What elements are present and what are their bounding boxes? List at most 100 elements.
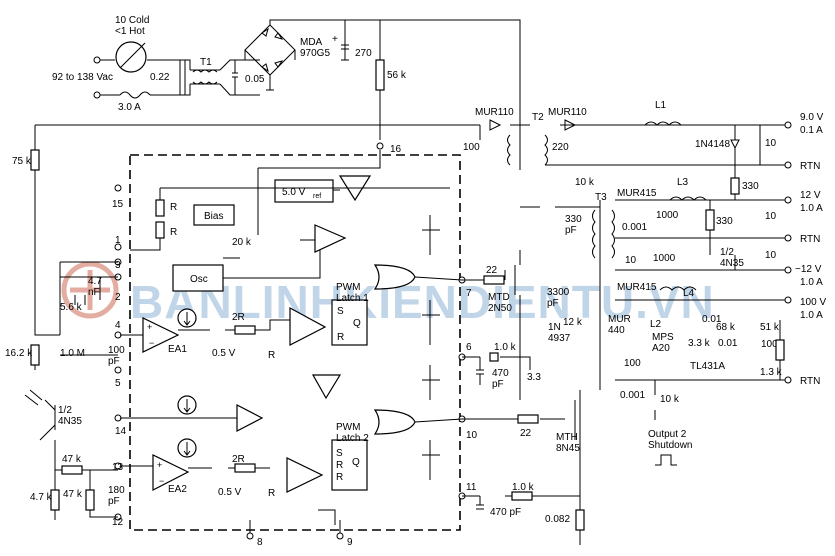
out-100v-i: 1.0 A xyxy=(800,310,823,321)
output-1: MUR110 T2 MUR110 100 220 L1 1N4148 10 9.… xyxy=(463,100,824,180)
r-start-label: 56 k xyxy=(387,70,407,81)
ea2-label: EA2 xyxy=(168,484,187,495)
r33k-label: 3.3 k xyxy=(688,338,711,349)
c1000b-label: 1000 xyxy=(653,253,676,264)
vref-sub: ref xyxy=(313,193,321,200)
pin-6: 6 xyxy=(466,342,472,353)
d-mur110b-label: MUR110 xyxy=(548,107,587,118)
r22a-label: 22 xyxy=(486,265,498,276)
ea1-label: EA1 xyxy=(168,344,187,355)
d1n4148-label: 1N4148 xyxy=(695,139,730,150)
latch2-r2: R xyxy=(336,472,343,483)
bias-label: Bias xyxy=(204,211,223,222)
r10kd-label: 1.0 k xyxy=(512,482,535,493)
d-mur415b-label: MUR415 xyxy=(617,282,657,293)
r0082-label: 0.082 xyxy=(545,514,570,525)
zener-a-label: 0.5 V xyxy=(212,348,236,359)
r330a-label: 330 xyxy=(742,181,759,192)
ic-r1: R xyxy=(170,202,177,213)
c0001a-label: 0.001 xyxy=(622,222,647,233)
r330b-label: 330 xyxy=(716,216,733,227)
c0001b-label: 0.001 xyxy=(620,390,645,401)
out-rtn2: RTN xyxy=(800,234,820,245)
pin-8: 8 xyxy=(257,537,263,548)
latch2-r1: R xyxy=(336,460,343,471)
pin-16: 16 xyxy=(390,144,402,155)
tl431-label: TL431A xyxy=(690,361,725,372)
r-b-label: R xyxy=(268,488,275,499)
c001b-label: 0.01 xyxy=(702,314,722,325)
l4-label: L4 xyxy=(683,288,695,299)
c470b-label: 470 pF xyxy=(490,507,521,518)
l1-label: L1 xyxy=(655,100,667,111)
line-voltage-label: 92 to 138 Vac xyxy=(52,72,113,83)
c220-label: 220 xyxy=(552,142,569,153)
r12k-label: 12 k xyxy=(563,317,583,328)
svg-text:−: − xyxy=(159,476,164,486)
r2a-label: 2R xyxy=(232,312,245,323)
latch1-r: R xyxy=(337,332,344,343)
pin-10: 10 xyxy=(466,430,478,441)
svg-text:+: + xyxy=(332,34,338,45)
pin-4: 4 xyxy=(115,320,121,331)
c-in2-label: 0.05 xyxy=(245,74,265,85)
c100a-label: 100 xyxy=(463,142,480,153)
out-12v-i: 1.0 A xyxy=(800,203,823,214)
c-in1-label: 0.22 xyxy=(150,72,170,83)
pin-14: 14 xyxy=(115,426,127,437)
pin-15: 15 xyxy=(112,199,124,210)
out-rtn3: RTN xyxy=(800,376,820,387)
out-m12v-i: 1.0 A xyxy=(800,277,823,288)
r47ka-label: 47 k xyxy=(62,454,82,465)
out-9v-i: 0.1 A xyxy=(800,125,823,136)
latch2-q: Q xyxy=(352,457,360,468)
r56k-label: 5.6 k xyxy=(60,302,83,313)
fuse-label: 3.0 A xyxy=(118,102,141,113)
ic-r2: R xyxy=(170,227,177,238)
c1000a-label: 1000 xyxy=(656,210,679,221)
c10c-label: 10 xyxy=(765,250,777,261)
watermark-text: BANLINHKIENDIENTU.VN xyxy=(130,276,715,328)
out-9v-v: 9.0 V xyxy=(800,112,824,123)
c100b-label: 100 xyxy=(624,358,641,369)
svg-text:+: + xyxy=(157,460,162,470)
control-ic: 16 15 1 3 2 4 5 7 6 14 13 11 12 10 8 9 5… xyxy=(112,142,478,548)
c10a-label: 10 xyxy=(765,138,777,149)
r10kb-label: 10 k xyxy=(660,394,680,405)
r47kb-label: 47 k xyxy=(63,489,83,500)
t1-label: T1 xyxy=(200,57,212,68)
pin-9: 9 xyxy=(347,537,353,548)
t3-label: T3 xyxy=(595,192,607,203)
svg-text:+: + xyxy=(147,322,152,332)
c10b-label: 10 xyxy=(765,211,777,222)
pin-12: 12 xyxy=(112,517,124,528)
out-100v-v: 100 V xyxy=(800,297,826,308)
out-m12v-v: −12 V xyxy=(795,264,822,275)
supply-rails: 75 k 16.2 k 56 k xyxy=(5,19,521,370)
pin-1: 1 xyxy=(115,235,121,246)
d-mur415a-label: MUR415 xyxy=(617,188,657,199)
r75k-label: 75 k xyxy=(12,156,32,167)
c100c-label: 100 xyxy=(761,339,778,350)
r2b-label: 2R xyxy=(232,454,245,465)
vref-label: 5.0 V xyxy=(282,187,306,198)
zener-b-label: 0.5 V xyxy=(218,487,242,498)
out-12v-v: 12 V xyxy=(800,190,821,201)
